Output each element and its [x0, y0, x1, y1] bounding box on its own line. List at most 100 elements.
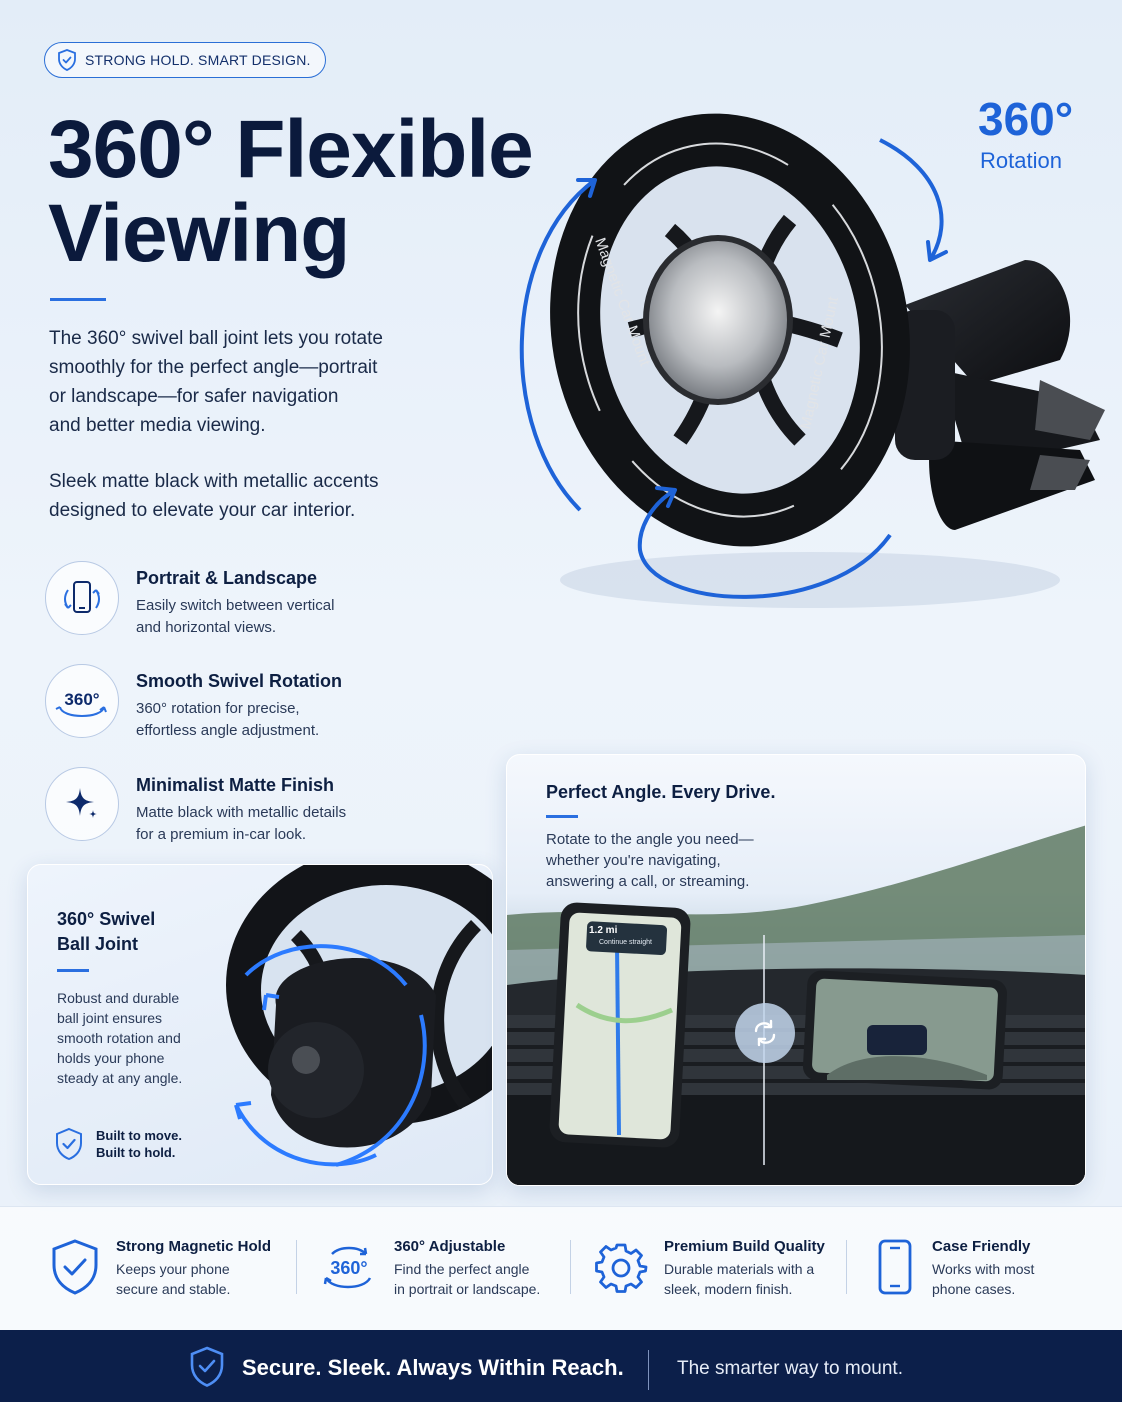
footer-bar [0, 1330, 1122, 1402]
feature-desc-line: 360° rotation for precise, [136, 700, 300, 717]
feature-smooth-swivel: Smooth Swivel Rotation 360° rotation for… [136, 671, 376, 742]
ball-joint-divider [57, 969, 89, 972]
ball-joint-desc-line: holds your phone [57, 1050, 165, 1066]
360-icon-text: 360° [330, 1258, 367, 1278]
feature-desc-line: Matte black with metallic details [136, 804, 347, 821]
badge-text: STRONG HOLD. SMART DESIGN. [85, 52, 311, 68]
benefit-desc: Find the perfect angle in portrait or la… [394, 1259, 564, 1299]
feature-title: Portrait & Landscape [136, 568, 318, 588]
benefit-title: 360° Adjustable [394, 1238, 506, 1255]
sparkle-icon [66, 788, 97, 818]
shield-check-icon [52, 1239, 98, 1295]
rotation-label: Rotation [980, 148, 1062, 173]
benefit-desc-line: phone cases. [932, 1281, 1016, 1297]
ball-joint-image [226, 865, 492, 1167]
feature-desc-line: effortless angle adjustment. [136, 722, 320, 739]
feature-desc-line: Easily switch between vertical [136, 597, 335, 614]
benefit-360-adjustable: 360° 360° Adjustable Find the perfect an… [318, 1238, 564, 1299]
swap-orientation-badge [747, 1017, 783, 1049]
ball-joint-tag: Built to move. Built to hold. [54, 1127, 182, 1161]
ball-joint-title: Ball Joint [57, 934, 139, 954]
perfect-angle-title: Perfect Angle. Every Drive. [546, 782, 776, 802]
feature-icon-circle [45, 561, 119, 635]
benefit-desc: Keeps your phone secure and stable. [116, 1259, 286, 1299]
finish-paragraph: Sleek matte black with metallic accents … [49, 467, 429, 525]
ball-joint-tag-line: Built to move. [96, 1128, 182, 1143]
benefit-desc-line: secure and stable. [116, 1281, 231, 1297]
benefit-desc-line: Durable materials with a [664, 1261, 815, 1277]
ball-joint-desc-line: Robust and durable [57, 990, 180, 1006]
ball-joint-tag-line: Built to hold. [96, 1145, 176, 1160]
phone-icon [878, 1239, 912, 1295]
benefit-title: Strong Magnetic Hold [116, 1238, 271, 1255]
360-rotate-icon: 360° [55, 690, 107, 717]
title-line-2: Viewing [48, 188, 350, 279]
360-icon-text: 360° [64, 690, 99, 709]
benefit-title: Premium Build Quality [664, 1238, 825, 1255]
feature-title: Minimalist Matte Finish [136, 775, 335, 795]
shield-check-icon [56, 1127, 82, 1161]
product-mount-image: Magnetic Car Mount Magnetic Car Mount [519, 113, 1105, 608]
feature-desc: Matte black with metallic details for a … [136, 802, 376, 846]
benefit-desc: Durable materials with a sleek, modern f… [664, 1259, 834, 1299]
intro-paragraph: The 360° swivel ball joint lets you rota… [49, 324, 429, 440]
feature-desc: 360° rotation for precise, effortless an… [136, 698, 376, 742]
car-dashboard-image [507, 825, 1085, 1185]
ball-joint-title: 360° Swivel [57, 909, 156, 929]
ball-joint-desc: Robust and durable ball joint ensures sm… [57, 988, 182, 1088]
perfect-angle-desc-line: answering a call, or streaming. [546, 873, 750, 890]
360-rotate-icon: 360° [323, 1246, 372, 1289]
ball-joint-desc-line: smooth rotation and [57, 1030, 181, 1046]
title-divider [50, 298, 106, 301]
benefit-desc-line: in portrait or landscape. [394, 1281, 541, 1297]
feature-title: Smooth Swivel Rotation [136, 671, 343, 691]
finish-line: Sleek matte black with metallic accents [49, 471, 379, 492]
ball-joint-heading: 360° Swivel Ball Joint [57, 909, 155, 955]
feature-desc: Easily switch between vertical and horiz… [136, 595, 376, 639]
ball-joint-desc-line: ball joint ensures [57, 1010, 163, 1026]
feature-icon-circle [45, 767, 119, 841]
intro-line: The 360° swivel ball joint lets you rota… [49, 328, 383, 349]
footer-subtext: The smarter way to mount. [677, 1358, 903, 1379]
intro-line: and better media viewing. [49, 415, 266, 436]
phone-rotate-icon [64, 581, 100, 613]
benefit-desc: Works with most phone cases. [932, 1259, 1102, 1299]
benefit-title: Case Friendly [932, 1238, 1031, 1255]
rotation-number: 360° [978, 93, 1074, 145]
benefit-desc-line: Keeps your phone [116, 1261, 230, 1277]
benefit-divider [846, 1240, 847, 1294]
feature-icon-circle: 360° [45, 664, 119, 738]
benefits-band [0, 1206, 1122, 1330]
benefit-desc-line: Works with most [932, 1261, 1035, 1277]
footer-tagline: Secure. Sleek. Always Within Reach. [242, 1355, 624, 1380]
ball-joint-card: 360° Swivel Ball Joint Robust and durabl… [27, 864, 493, 1185]
title-line-1: 360° Flexible [48, 104, 534, 195]
rotate-arrows-icon [754, 1019, 776, 1047]
perfect-angle-desc-line: Rotate to the angle you need— [546, 831, 754, 848]
perfect-angle-desc: Rotate to the angle you need— whether yo… [546, 829, 754, 892]
intro-line: smoothly for the perfect angle—portrait [49, 357, 378, 378]
page-title: 360° Flexible Viewing [48, 108, 608, 276]
top-badge: STRONG HOLD. SMART DESIGN. [44, 42, 326, 78]
shield-check-icon [58, 49, 76, 71]
benefit-magnetic-hold: Strong Magnetic Hold Keeps your phone se… [50, 1238, 286, 1299]
feature-desc-line: and horizontal views. [136, 619, 277, 636]
perfect-angle-desc-line: whether you're navigating, [546, 852, 721, 869]
feature-portrait-landscape: Portrait & Landscape Easily switch betwe… [136, 568, 376, 639]
gear-icon [595, 1243, 648, 1293]
perfect-angle-card: 1.2 mi Continue straight Perfect Angle. … [506, 754, 1086, 1186]
benefit-desc-line: sleek, modern finish. [664, 1281, 793, 1297]
benefit-desc-line: Find the perfect angle [394, 1261, 530, 1277]
shield-check-icon [190, 1346, 224, 1387]
benefit-case-friendly: Case Friendly Works with most phone case… [876, 1238, 1102, 1299]
nav-distance: 1.2 mi [589, 925, 618, 936]
benefit-build-quality: Premium Build Quality Durable materials … [594, 1238, 834, 1299]
footer-divider [648, 1350, 649, 1390]
perfect-angle-divider [546, 815, 578, 818]
benefit-divider [296, 1240, 297, 1294]
feature-desc-line: for a premium in-car look. [136, 826, 307, 843]
finish-line: designed to elevate your car interior. [49, 500, 356, 521]
nav-instruction: Continue straight [599, 939, 652, 946]
benefit-divider [570, 1240, 571, 1294]
intro-line: or landscape—for safer navigation [49, 386, 339, 407]
